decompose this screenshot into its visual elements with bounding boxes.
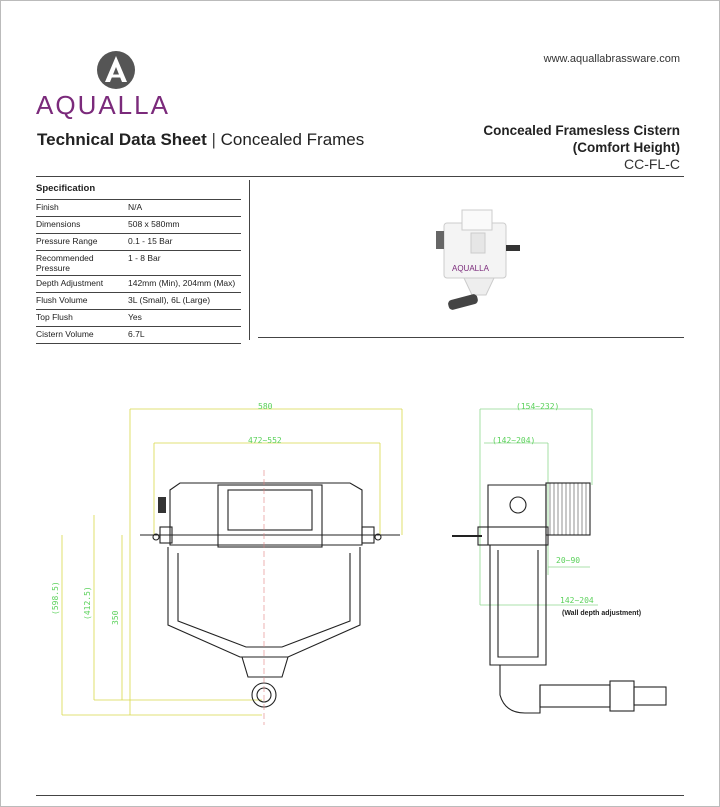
spec-row: Finish N/A xyxy=(36,199,241,217)
spec-table: Specification Finish N/A Dimensions 508 … xyxy=(36,183,241,344)
dim-height-3: 350 xyxy=(111,610,120,625)
product-photo: AQUALLA xyxy=(436,209,520,310)
spec-title: Specification xyxy=(36,183,96,194)
spec-value: Yes xyxy=(128,312,142,322)
technical-drawing: 580 472~552 (598.5) (412.5) 350 xyxy=(51,402,667,725)
spec-key: Pressure Range xyxy=(36,236,98,246)
product-name-line2: (Comfort Height) xyxy=(572,140,680,155)
side-dimensions: (154~232) (142~204) 20~90 142~204 (Wall … xyxy=(479,402,641,617)
product-code: CC-FL-C xyxy=(624,156,680,172)
spec-row: Cistern Volume 6.7L xyxy=(36,327,241,344)
front-dimensions: 580 472~552 (598.5) (412.5) 350 xyxy=(51,402,403,716)
spec-key: Dimensions xyxy=(36,219,81,229)
image-divider xyxy=(258,337,684,338)
spec-key: Depth Adjustment xyxy=(36,278,104,288)
spec-key: Flush Volume xyxy=(36,295,88,305)
product-heading: Concealed Framesless Cistern (Comfort He… xyxy=(483,122,680,173)
spec-value: 0.1 - 15 Bar xyxy=(128,236,173,246)
dim-depth-inner: (142~204) xyxy=(492,436,535,445)
spec-value: 3L (Small), 6L (Large) xyxy=(128,295,211,305)
aqualla-logo: AQUALLA xyxy=(36,50,198,120)
dim-width-adjust: 472~552 xyxy=(248,436,282,445)
footer-divider xyxy=(36,795,684,796)
product-name-line1: Concealed Framesless Cistern xyxy=(483,123,680,138)
spec-value: 508 x 580mm xyxy=(128,219,180,229)
header-divider xyxy=(36,176,684,177)
spec-row: Dimensions 508 x 580mm xyxy=(36,217,241,234)
spec-row: Depth Adjustment 142mm (Min), 204mm (Max… xyxy=(36,276,241,293)
title-bold: Technical Data Sheet xyxy=(37,130,207,149)
dim-wall: 142~204 xyxy=(560,596,594,605)
front-view xyxy=(140,470,400,725)
aqualla-logo-icon xyxy=(97,51,135,89)
wall-note: (Wall depth adjustment) xyxy=(562,610,641,617)
brand-name: AQUALLA xyxy=(36,90,170,120)
dim-width-total: 580 xyxy=(258,402,273,411)
spec-key: Cistern Volume xyxy=(36,329,94,339)
spec-divider xyxy=(249,180,250,340)
spec-value: 6.7L xyxy=(128,329,145,339)
website-url: www.aquallabrassware.com xyxy=(543,53,680,65)
spec-value: 1 - 8 Bar xyxy=(128,253,161,263)
spec-row: Top Flush Yes xyxy=(36,310,241,327)
spec-key: Finish xyxy=(36,202,59,212)
dim-height-2: (412.5) xyxy=(83,586,92,620)
spec-row: Pressure Range 0.1 - 15 Bar xyxy=(36,234,241,251)
spec-row: Recommended Pressure 1 - 8 Bar xyxy=(36,251,241,276)
dim-height-1: (598.5) xyxy=(51,581,60,615)
page-title: Technical Data Sheet | Concealed Frames xyxy=(37,130,364,150)
side-view xyxy=(452,482,667,714)
dim-depth-total: (154~232) xyxy=(516,402,559,411)
spec-key: Recommended Pressure xyxy=(36,253,94,273)
title-light: Concealed Frames xyxy=(220,130,365,149)
spec-key: Top Flush xyxy=(36,312,73,322)
product-photo-label: AQUALLA xyxy=(452,264,490,273)
spec-value: N/A xyxy=(128,202,143,212)
spec-value: 142mm (Min), 204mm (Max) xyxy=(128,278,236,288)
dim-gap: 20~90 xyxy=(556,556,580,565)
title-separator: | xyxy=(211,130,216,149)
spec-row: Flush Volume 3L (Small), 6L (Large) xyxy=(36,293,241,310)
